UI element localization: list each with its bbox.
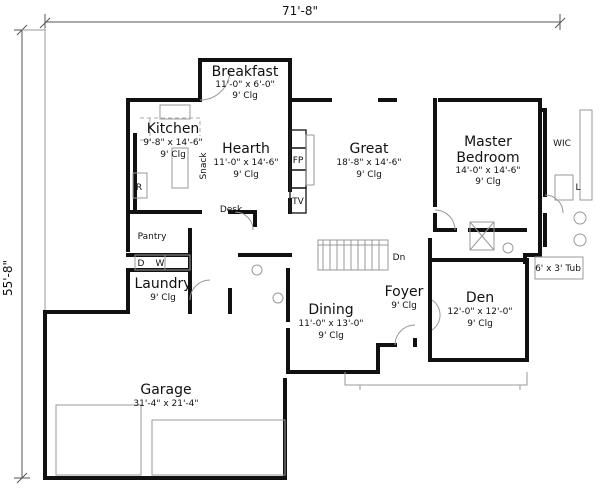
garage-name: Garage [140,382,191,398]
foyer-name: Foyer [385,284,424,300]
master-bedroom-ceiling: 9' Clg [475,177,501,187]
linen-label: L [575,183,580,193]
hearth-size: 11'-0" x 14'-6" [213,158,278,168]
breakfast-ceiling: 9' Clg [232,91,258,101]
breakfast-name: Breakfast [212,64,279,80]
width-dimension: 71'-8" [282,4,318,18]
fixtures [55,69,593,476]
great-name: Great [350,141,389,157]
master-bedroom-name: Master [464,134,512,150]
dryer-label: D [138,259,145,269]
desk-label: Desk [220,205,243,215]
kitchen-size: 9'-8" x 14'-6" [143,138,202,148]
kitchen-name: Kitchen [147,121,200,137]
great-ceiling: 9' Clg [356,170,382,180]
laundry-ceiling: 9' Clg [150,293,176,303]
stairs-down-label: Dn [393,253,406,263]
tub-label: 6' x 3' Tub [535,264,581,274]
dining-name: Dining [308,302,353,318]
den-name: Den [466,290,494,306]
laundry-name: Laundry [134,276,191,292]
master-bedroom-name-2: Bedroom [456,150,519,166]
wic-label: WIC [553,139,571,149]
dining-ceiling: 9' Clg [318,331,344,341]
dining-size: 11'-0" x 13'-0" [298,319,363,329]
tv-label: TV [291,197,304,207]
hearth-name: Hearth [222,141,270,157]
fireplace-label: FP [293,156,304,166]
great-size: 18'-8" x 14'-6" [336,158,401,168]
pantry-label: Pantry [138,232,167,242]
breakfast-size: 11'-0" x 6'-0" [215,80,274,90]
master-bedroom-size: 14'-0" x 14'-6" [455,166,520,176]
garage-size: 31'-4" x 21'-4" [133,399,198,409]
den-size: 12'-0" x 12'-0" [447,307,512,317]
walls [43,58,547,480]
refrigerator-label: R [136,183,142,193]
den-ceiling: 9' Clg [467,319,493,329]
washer-label: W [156,259,165,269]
depth-dimension: 55'-8" [1,260,15,296]
snack-label: Snack [199,152,209,180]
foyer-ceiling: 9' Clg [391,301,417,311]
dimension-lines [14,14,566,484]
hearth-ceiling: 9' Clg [233,170,259,180]
kitchen-ceiling: 9' Clg [160,150,186,160]
